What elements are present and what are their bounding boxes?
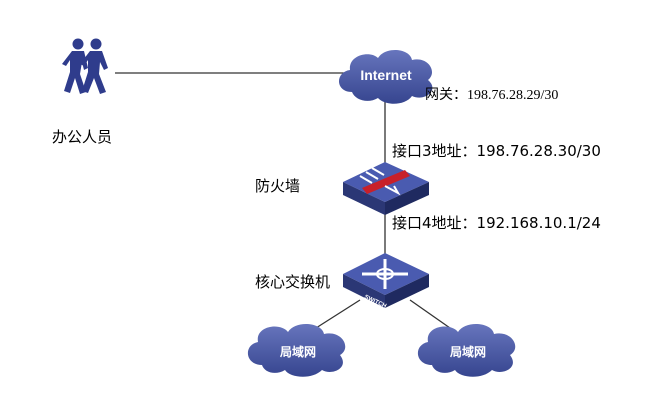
lan1-label: 局域网 xyxy=(280,344,316,359)
lan2-cloud-icon: 局域网 xyxy=(417,323,516,377)
internet-label: Internet xyxy=(360,67,412,83)
port4-annotation: 接口4地址：192.168.10.1/24 xyxy=(392,214,601,232)
staff-label: 办公人员 xyxy=(52,128,112,146)
switch-icon: SWITCH xyxy=(343,253,429,310)
people-icon xyxy=(62,38,108,94)
firewall-icon xyxy=(343,162,429,215)
internet-cloud-icon: Internet xyxy=(338,49,433,104)
lan1-cloud-icon: 局域网 xyxy=(247,323,346,377)
firewall-label: 防火墙 xyxy=(255,177,300,195)
lan2-label: 局域网 xyxy=(450,344,486,359)
core-switch-label: 核心交换机 xyxy=(255,273,330,291)
port3-annotation: 接口3地址：198.76.28.30/30 xyxy=(392,142,601,160)
gateway-annotation: 网关：198.76.28.29/30 xyxy=(425,87,558,103)
